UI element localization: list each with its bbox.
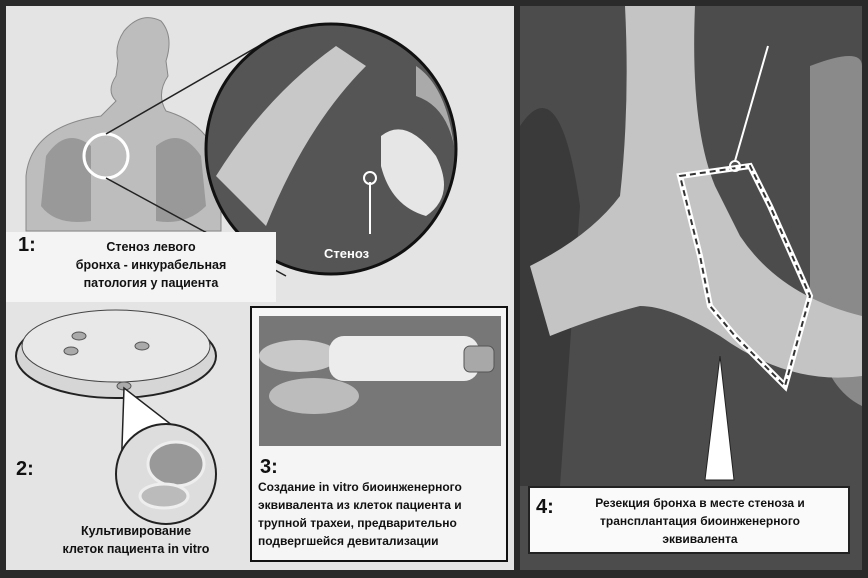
caption-line: Создание in vitro биоинженерного [258,480,462,494]
caption-line: бронха - инкурабельная [75,258,227,272]
step-1-number: 1: [18,234,36,256]
step-3-number: 3: [260,456,278,478]
caption-line: подвергшейся девитализации [258,534,439,548]
caption-line: трупной трахеи, предварительно [258,516,457,530]
left-panel: 1: Стеноз левого бронха - инкурабельная … [6,6,514,570]
step-1-caption: Стеноз левого бронха - инкурабельная пат… [36,238,266,292]
scaffold-photo [259,316,501,446]
caption-line: клеток пациента in vitro [62,542,210,556]
right-panel: 4: Резекция бронха в месте стеноза и тра… [520,6,862,570]
step-4-caption: Резекция бронха в месте стеноза и трансп… [560,494,840,548]
caption-line: Резекция бронха в месте стеноза и [595,496,805,510]
step-4-number: 4: [536,496,554,518]
trachea [530,6,862,378]
caption-line: трансплантация биоинженерного [599,514,800,528]
caption-line: эквивалента [662,532,738,546]
step-2-number: 2: [16,458,34,480]
step-4-caption-box: 4: Резекция бронха в месте стеноза и тра… [528,486,850,554]
left-illustration [15,17,458,525]
step-3-caption: Создание in vitro биоинженерного эквивал… [258,478,498,550]
stenosis-label: Стеноз [324,246,370,261]
transplant-illustration [520,6,862,570]
caption-line: патология у пациента [83,276,219,290]
lungs [41,138,206,222]
step-2-caption: Культивирование клеток пациента in vitro [26,522,246,558]
caption-line: Стеноз левого [106,240,196,254]
caption-line: эквивалента из клеток пациента и [258,498,462,512]
caption-line: Культивирование [80,524,192,538]
step-3-box: 3: Создание in vitro биоинженерного экви… [250,306,508,562]
step-1-caption-box: 1: Стеноз левого бронха - инкурабельная … [6,232,276,302]
